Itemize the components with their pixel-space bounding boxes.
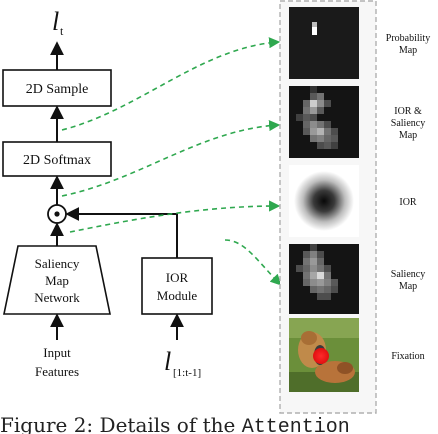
input-features-line-2: Features — [35, 364, 79, 379]
saliency-network-label-3: Network — [34, 290, 80, 305]
saliency-map-label-2: Map — [399, 281, 417, 292]
output-symbol: l — [52, 7, 59, 36]
ior-saliency-map-label-3: Map — [399, 130, 417, 141]
softmax-label: 2D Softmax — [23, 153, 91, 168]
ior-module-box: IOR Module — [141, 257, 213, 315]
green-arrow-ior-saliency-map — [61, 119, 281, 197]
saliency-network-label-1: Saliency — [35, 256, 80, 271]
ior-map-label-1: IOR — [399, 197, 417, 208]
saliency-map-image — [289, 244, 359, 314]
ior-map-image — [289, 165, 359, 237]
saliency-map-label-1: Saliency — [391, 269, 425, 280]
elementwise-product-operator — [47, 204, 67, 224]
history-symbol: l — [164, 347, 171, 376]
softmax-box: 2D Softmax — [2, 141, 112, 177]
green-arrow-probability-map — [61, 37, 281, 131]
history-subscript: [1:t-1] — [173, 367, 201, 379]
input-features-line-1: Input — [43, 345, 71, 360]
ior-saliency-map-image — [289, 86, 359, 158]
green-arrow-saliency-map — [224, 239, 282, 286]
caption-lead: Figure 2: Details of the — [0, 413, 242, 434]
probability-map-label-2: Map — [399, 45, 417, 56]
saliency-network-box: Saliency Map Network — [3, 245, 111, 315]
ior-module-label-1: IOR — [166, 270, 189, 285]
ior-saliency-map-label-2: Saliency — [391, 118, 425, 129]
ior-saliency-map-label-1: IOR & — [394, 106, 422, 117]
ior-module-label-2: Module — [157, 288, 198, 303]
figure-caption: Figure 2: Details of the Attention — [0, 413, 350, 434]
sample-box: 2D Sample — [2, 69, 112, 107]
arrow-ior-to-operator — [65, 207, 178, 258]
green-arrow-ior-map — [69, 200, 281, 233]
probability-map-label-1: Probability — [386, 33, 430, 44]
fixation-label-1: Fixation — [391, 351, 424, 362]
saliency-network-label-2: Map — [45, 273, 69, 288]
output-subscript: t — [60, 24, 64, 38]
sample-label: 2D Sample — [26, 82, 89, 97]
caption-mono: Attention — [242, 416, 350, 434]
probability-map-image — [289, 7, 359, 79]
fixation-image — [289, 318, 359, 392]
